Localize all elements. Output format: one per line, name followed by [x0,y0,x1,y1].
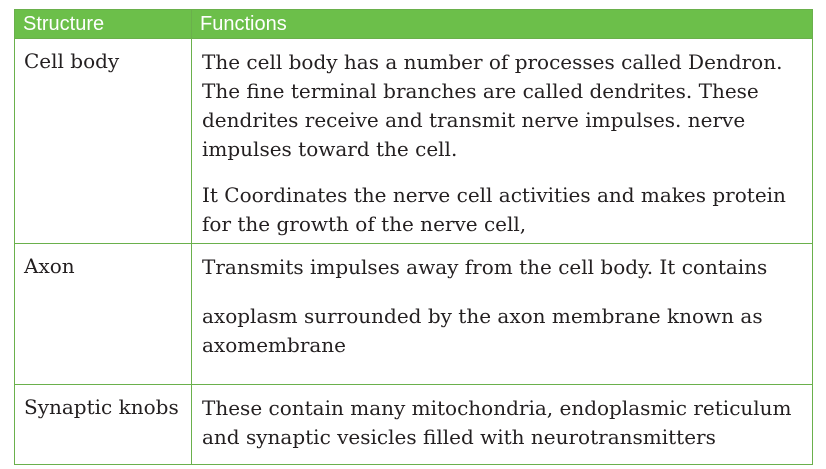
table-header: Structure Functions [14,9,813,39]
table-row: Synaptic knobs These contain many mitoch… [14,384,813,465]
function-paragraph: The cell body has a number of processes … [202,50,783,161]
structure-cell-body: Cell body [14,38,192,244]
function-paragraph: It Coordinates the nerve cell activities… [202,183,786,236]
function-paragraph: Transmits impulses away from the cell bo… [202,255,768,279]
function-paragraph: axoplasm surrounded by the axon membrane… [202,304,763,357]
function-paragraph: These contain many mitochondria, endopla… [202,396,792,449]
header-structure: Structure [14,9,192,39]
functions-synaptic-knobs: These contain many mitochondria, endopla… [191,384,813,465]
functions-cell-body: The cell body has a number of processes … [191,38,813,244]
functions-axon: Transmits impulses away from the cell bo… [191,243,813,385]
table-row: Cell body The cell body has a number of … [14,38,813,244]
neuron-structure-table: Structure Functions Cell body The cell b… [14,9,813,465]
structure-axon: Axon [14,243,192,385]
header-functions: Functions [191,9,813,39]
structure-synaptic-knobs: Synaptic knobs [14,384,192,465]
table-row: Axon Transmits impulses away from the ce… [14,243,813,385]
header-row: Structure Functions [14,9,813,39]
